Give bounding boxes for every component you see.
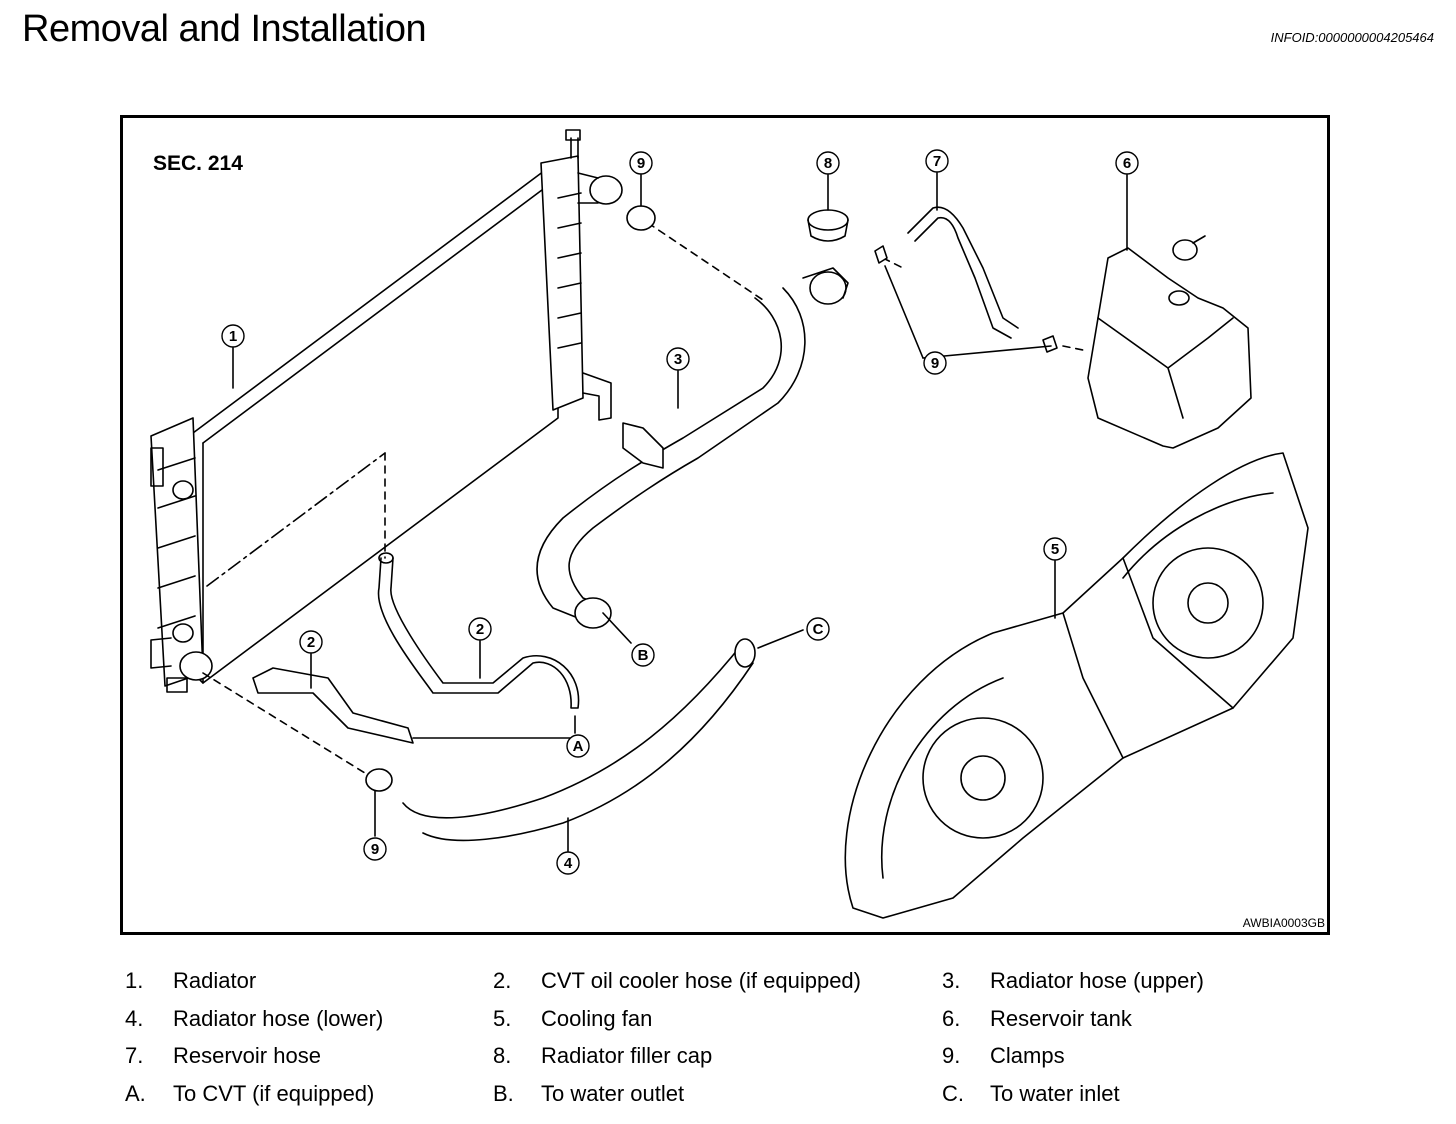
legend-number: 9. (942, 1043, 961, 1068)
legend-label: To water outlet (541, 1080, 685, 1106)
callout-2a-label: 2 (307, 634, 315, 651)
legend-label: Radiator hose (lower) (173, 1005, 384, 1031)
callout-9c (363, 837, 387, 861)
callout-2b (468, 617, 492, 641)
legend-number: 7. (125, 1043, 144, 1068)
callout-6 (1115, 151, 1139, 175)
legend-number: 1. (125, 968, 144, 993)
legend-item: B. To water outlet (493, 1081, 684, 1107)
reservoir-hose-drawing (907, 206, 1019, 339)
callout-3 (666, 347, 690, 371)
legend-label: To water inlet (990, 1080, 1120, 1106)
callout-2b-label: 2 (476, 621, 484, 638)
callout-9a-label: 9 (637, 155, 645, 172)
legend-item: 8. Radiator filler cap (493, 1043, 712, 1069)
callout-c (806, 617, 830, 641)
legend-item: 9. Clamps (942, 1043, 1065, 1069)
callout-b (631, 643, 655, 667)
legend-label: Clamps (990, 1043, 1065, 1068)
cooling-fan-drawing (844, 452, 1309, 919)
callout-5-label: 5 (1051, 541, 1059, 558)
legend-item: C. To water inlet (942, 1081, 1120, 1107)
legend-number: A. (125, 1080, 146, 1106)
legend-number: 5. (493, 1005, 512, 1031)
upper-hose-drawing (536, 267, 849, 629)
callout-a (566, 734, 590, 758)
section-label: SEC. 214 (153, 152, 243, 175)
callout-9c-label: 9 (371, 841, 379, 858)
callout-5 (1043, 537, 1067, 561)
callout-4-label: 4 (564, 855, 573, 872)
legend-number: 6. (942, 1005, 961, 1031)
legend-label: To CVT (if equipped) (173, 1080, 375, 1106)
callout-b-label: B (638, 647, 649, 664)
callout-8 (816, 151, 840, 175)
legend-number: 8. (493, 1043, 512, 1068)
callout-2a (299, 630, 323, 654)
legend-item: 7. Reservoir hose (125, 1043, 321, 1069)
legend-label: Reservoir tank (990, 1005, 1132, 1031)
legend-label: Radiator filler cap (541, 1043, 713, 1068)
callout-9b-label: 9 (931, 355, 939, 372)
callout-3-label: 3 (674, 351, 682, 368)
legend-item: 3. Radiator hose (upper) (942, 968, 1204, 994)
legend-number: 3. (942, 968, 961, 993)
legend-row: 1. Radiator 2. CVT oil cooler hose (if equ… (125, 968, 1325, 1006)
legend-row: 7. Reservoir hose 8. Radiator filler cap 9… (125, 1043, 1325, 1081)
legend-row: A. To CVT (if equipped) B. To water outlet… (125, 1081, 1325, 1119)
legend-item: 1. Radiator (125, 968, 256, 994)
legend-label: CVT oil cooler hose (if equipped) (541, 968, 861, 993)
callout-c-label: C (813, 621, 824, 638)
callout-9a (629, 151, 653, 175)
callout-a-label: A (573, 738, 584, 755)
info-id: INFOID:0000000004205464 (1270, 30, 1434, 45)
legend-item: 5. Cooling fan (493, 1006, 652, 1032)
callout-4 (556, 851, 580, 875)
legend-number: 4. (125, 1005, 144, 1031)
legend-label: Radiator (173, 968, 257, 993)
callout-7 (925, 149, 949, 173)
legend-label: Radiator hose (upper) (990, 968, 1205, 993)
legend-number: 2. (493, 968, 512, 993)
legend-item: A. To CVT (if equipped) (125, 1081, 374, 1107)
callout-7-label: 7 (933, 153, 941, 170)
legend-number: C. (942, 1080, 964, 1106)
figure-code: AWBIA0003GB (1242, 916, 1325, 930)
clamp-drawings (365, 205, 1058, 792)
callout-6-label: 6 (1123, 155, 1131, 172)
legend-item: 6. Reservoir tank (942, 1006, 1132, 1032)
legend-item: 2. CVT oil cooler hose (if equipped) (493, 968, 861, 994)
legend-label: Cooling fan (541, 1005, 653, 1031)
parts-legend: 1. Radiator 2. CVT oil cooler hose (if equ… (125, 968, 1325, 1118)
callout-1-label: 1 (229, 328, 237, 345)
page-title: Removal and Installation (22, 8, 427, 50)
callout-9b (923, 351, 947, 375)
filler-cap-drawing (807, 209, 849, 242)
lower-hose-drawing (402, 638, 756, 842)
legend-row: 4. Radiator hose (lower) 5. Cooling fan 6.… (125, 1006, 1325, 1044)
radiator-drawing (150, 129, 623, 693)
legend-label: Reservoir hose (173, 1043, 321, 1068)
reservoir-tank-drawing (1087, 235, 1252, 449)
callout-8-label: 8 (824, 155, 832, 172)
legend-number: B. (493, 1080, 514, 1106)
legend-item: 4. Radiator hose (lower) (125, 1006, 383, 1032)
cvt-hose-drawing (252, 552, 580, 744)
callout-1 (221, 324, 245, 348)
